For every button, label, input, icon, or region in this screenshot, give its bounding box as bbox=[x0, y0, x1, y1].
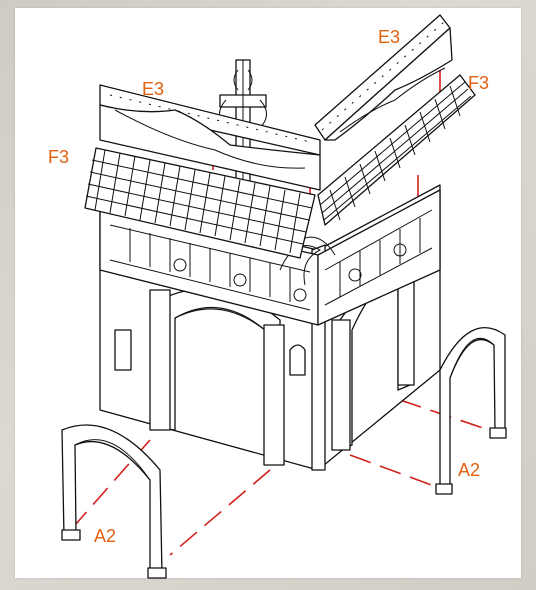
wall-niche bbox=[114, 329, 132, 371]
side-window bbox=[289, 344, 306, 376]
roof-f3-left bbox=[84, 147, 316, 259]
panel-e3-right bbox=[314, 14, 453, 141]
guide-arch-left-b bbox=[169, 469, 271, 556]
label-a2-left: A2 bbox=[94, 526, 117, 546]
arch-a2-left bbox=[61, 424, 167, 579]
label-e3-right: E3 bbox=[378, 27, 401, 47]
label-f3-right: F3 bbox=[468, 73, 490, 93]
label-a2-right: A2 bbox=[458, 460, 481, 480]
guide-arch-right-a bbox=[349, 454, 446, 491]
panel-e3-left bbox=[99, 84, 321, 191]
label-e3-left: E3 bbox=[142, 79, 165, 99]
pillar-3 bbox=[331, 319, 351, 451]
pillar-2 bbox=[263, 324, 285, 466]
arch-a2-right bbox=[435, 327, 507, 495]
label-f3-left: F3 bbox=[48, 147, 70, 167]
pillar-1 bbox=[149, 289, 171, 431]
roof-f3-right bbox=[317, 74, 476, 226]
